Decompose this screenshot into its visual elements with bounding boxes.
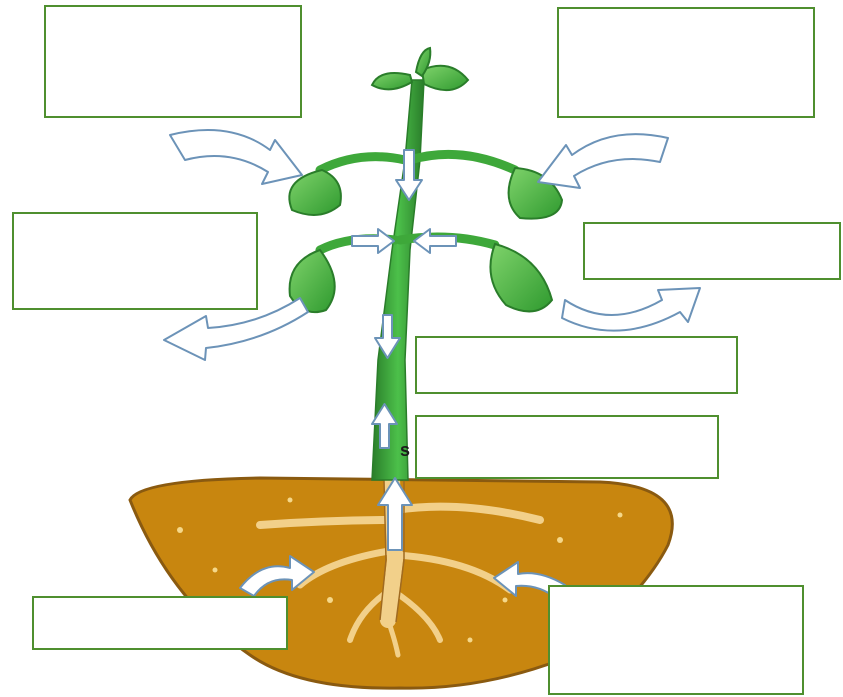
label-box-middle-right[interactable] xyxy=(583,222,841,280)
label-box-bottom-left[interactable] xyxy=(32,596,288,650)
label-box-bottom-right[interactable] xyxy=(548,585,804,695)
leaf-top-right xyxy=(422,66,468,90)
arrow-stem-right-icon xyxy=(352,229,394,253)
leaves xyxy=(289,48,562,312)
leaf-lower-right xyxy=(490,244,552,311)
leaf-top-left xyxy=(372,73,412,89)
label-box-middle-left[interactable] xyxy=(12,212,258,310)
arrow-out-lower-right-leaf-icon xyxy=(562,288,700,331)
label-box-top-right[interactable] xyxy=(557,7,815,118)
stem-mark-letter: s xyxy=(400,440,410,461)
label-box-stem-upper[interactable] xyxy=(415,336,738,394)
label-box-stem-lower[interactable] xyxy=(415,415,719,479)
arrow-into-upper-right-leaf-icon xyxy=(538,134,668,188)
label-box-top-left[interactable] xyxy=(44,5,302,118)
arrow-into-upper-left-leaf-icon xyxy=(170,130,302,184)
